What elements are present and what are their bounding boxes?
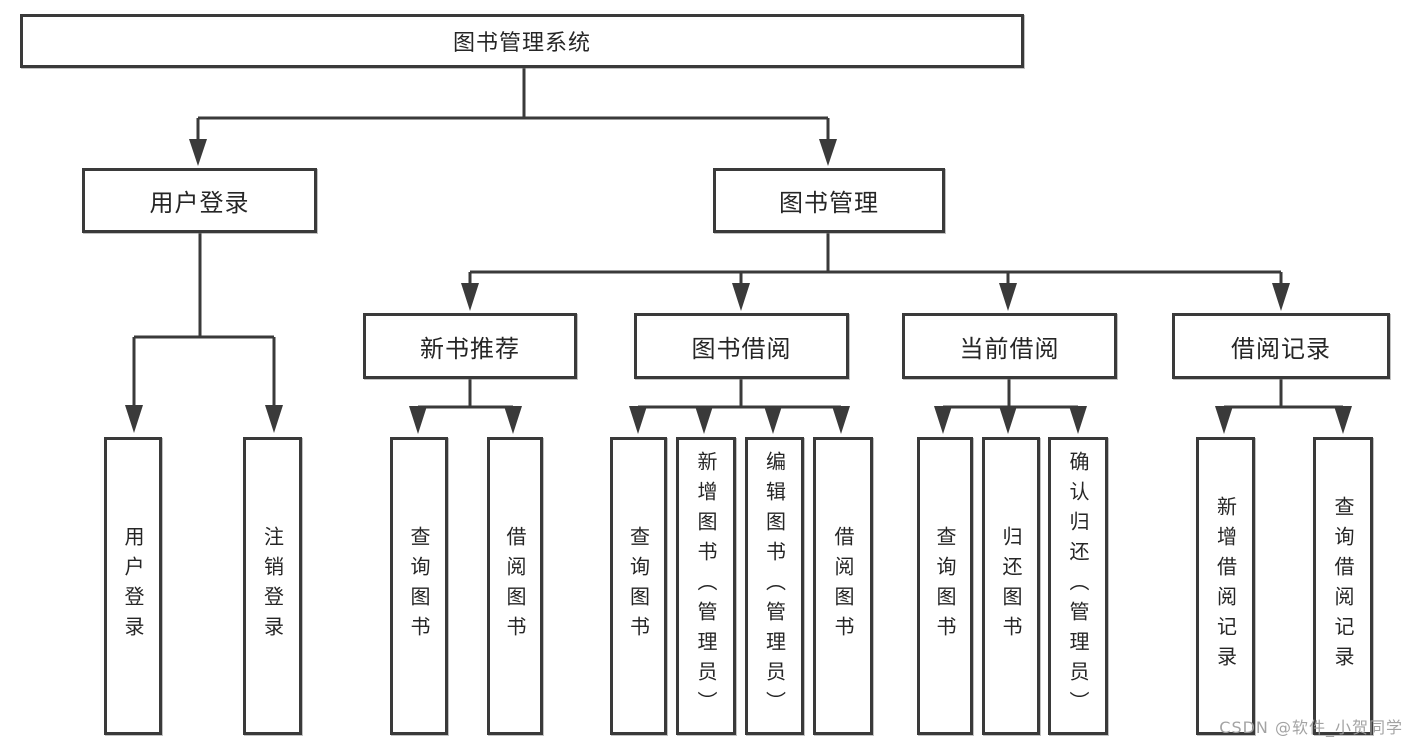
node-cb-confirm-return-admin-label: 确认归还（管理员） — [1066, 451, 1090, 721]
node-nbr-query-books-label: 查询图书 — [407, 526, 431, 646]
node-cb-return-books: 归还图书 — [982, 437, 1040, 735]
node-leaf-user-login-label: 用户登录 — [121, 526, 145, 646]
node-br-query-borrow-record-label: 查询借阅记录 — [1331, 496, 1355, 676]
node-bb-query-books: 查询图书 — [610, 437, 667, 735]
node-new-book-recommendation: 新书推荐 — [363, 313, 577, 379]
node-cb-query-books: 查询图书 — [917, 437, 973, 735]
node-library-management-system-label: 图书管理系统 — [452, 31, 591, 56]
node-br-add-borrow-record: 新增借阅记录 — [1196, 437, 1255, 735]
node-book-borrowing-label: 图书借阅 — [691, 334, 792, 363]
node-book-management-label: 图书管理 — [779, 189, 879, 217]
node-user-login: 用户登录 — [82, 168, 317, 233]
node-book-management: 图书管理 — [713, 168, 945, 233]
csdn-watermark: CSDN @软件_小贺同学 — [1219, 718, 1403, 737]
node-new-book-recommendation-label: 新书推荐 — [420, 334, 520, 363]
node-borrowing-records: 借阅记录 — [1172, 313, 1390, 379]
node-bb-edit-books-admin-label: 编辑图书（管理员） — [762, 451, 787, 721]
node-br-add-borrow-record-label: 新增借阅记录 — [1213, 496, 1238, 676]
node-current-borrowing-label: 当前借阅 — [959, 334, 1060, 363]
node-nbr-borrow-books: 借阅图书 — [487, 437, 543, 735]
node-cb-query-books-label: 查询图书 — [933, 526, 957, 646]
node-user-login-label: 用户登录 — [149, 189, 250, 217]
node-bb-query-books-label: 查询图书 — [626, 526, 651, 646]
node-bb-borrow-books-label: 借阅图书 — [831, 526, 855, 646]
node-bb-add-books-admin-label: 新增图书（管理员） — [694, 451, 718, 721]
node-leaf-logout-label: 注销登录 — [260, 526, 285, 646]
node-br-query-borrow-record: 查询借阅记录 — [1313, 437, 1373, 735]
node-library-management-system: 图书管理系统 — [20, 14, 1024, 68]
node-nbr-borrow-books-label: 借阅图书 — [503, 526, 527, 646]
node-cb-confirm-return-admin: 确认归还（管理员） — [1048, 437, 1108, 735]
node-bb-edit-books-admin: 编辑图书（管理员） — [745, 437, 804, 735]
node-bb-add-books-admin: 新增图书（管理员） — [676, 437, 736, 735]
node-current-borrowing: 当前借阅 — [902, 313, 1117, 379]
node-leaf-logout: 注销登录 — [243, 437, 302, 735]
node-book-borrowing: 图书借阅 — [634, 313, 849, 379]
node-nbr-query-books: 查询图书 — [390, 437, 448, 735]
node-leaf-user-login: 用户登录 — [104, 437, 162, 735]
node-bb-borrow-books: 借阅图书 — [813, 437, 873, 735]
node-borrowing-records-label: 借阅记录 — [1231, 334, 1331, 363]
node-cb-return-books-label: 归还图书 — [999, 526, 1023, 646]
